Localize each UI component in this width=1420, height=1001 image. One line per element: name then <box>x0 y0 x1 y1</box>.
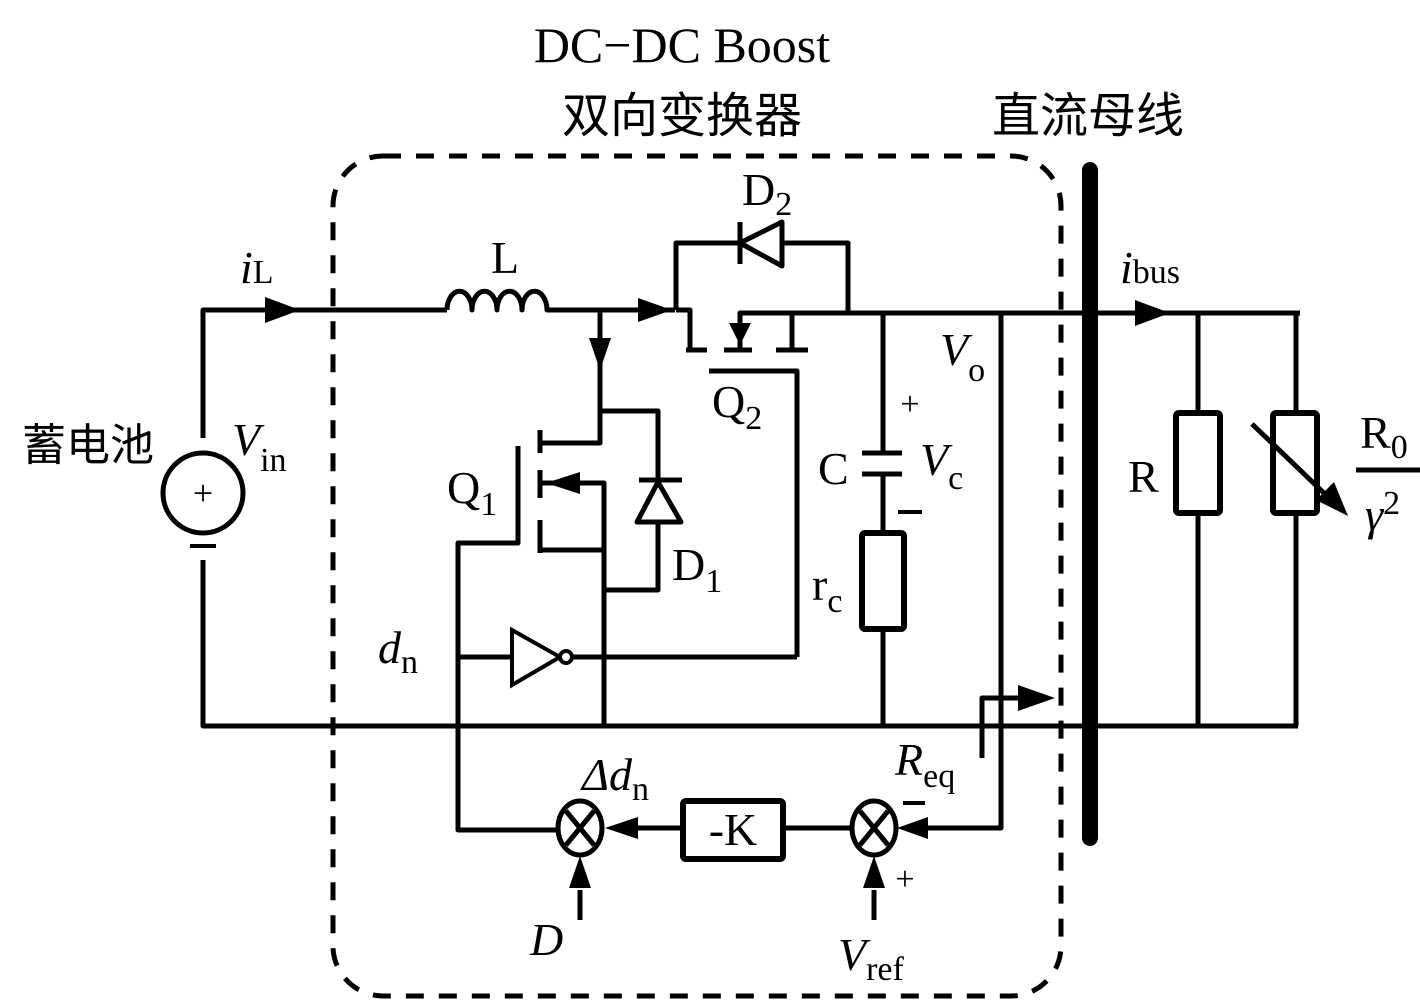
battery-source: + <box>160 307 1298 729</box>
mosfet-q1 <box>455 410 607 833</box>
r-label: R <box>1128 451 1159 502</box>
q1-label: Q1 <box>447 462 497 523</box>
req-arrow-icon <box>1018 685 1055 711</box>
r0-label: R0 <box>1360 407 1408 466</box>
source-plus: + <box>193 473 213 513</box>
voltage-source-circle <box>160 450 246 536</box>
gain-label: -K <box>709 804 758 855</box>
ibus-label: ibus <box>1120 242 1180 293</box>
feedback-arrow-icon <box>897 817 928 839</box>
converter-boundary <box>330 153 1064 999</box>
diode-d1 <box>600 408 684 593</box>
rc-label: rc <box>812 559 842 620</box>
converter-title: DC−DC Boost <box>534 17 830 73</box>
d2-label: D2 <box>742 164 792 223</box>
gain-output-arrow-icon <box>605 817 638 839</box>
sum-junction-left <box>555 798 605 858</box>
diode-d2 <box>673 219 851 312</box>
sum-plus-sign: + <box>895 861 914 898</box>
bus-title: 直流母线 <box>992 88 1184 144</box>
d1-label: D1 <box>672 539 722 600</box>
sum-junction-right <box>849 798 899 858</box>
converter-subtitle: 双向变换器 <box>562 88 802 144</box>
vo-label: Vo <box>940 324 985 389</box>
req-indicator <box>979 695 1020 758</box>
req-label: Req <box>894 734 955 795</box>
gamma-label: γ2 <box>1365 485 1400 540</box>
inductor-coil <box>444 288 600 313</box>
resistor-r <box>1173 313 1223 726</box>
resistor-rc <box>859 530 907 632</box>
d-label: D <box>529 914 563 965</box>
il-arrow-icon <box>265 297 300 323</box>
vin-label: Vin <box>232 414 287 479</box>
capacitor-c <box>862 313 902 533</box>
vc-plus: + <box>900 386 919 423</box>
vc-label: Vc <box>920 434 963 497</box>
q2-label: Q2 <box>712 376 762 437</box>
vref-label: Vref <box>838 929 905 988</box>
capacitor-label: C <box>818 443 849 494</box>
delta-dn-label: Δdn <box>580 749 649 808</box>
battery-label: 蓄电池 <box>22 420 154 471</box>
vref-arrow-icon <box>863 856 885 888</box>
down-arrow-icon <box>589 338 611 370</box>
ibus-arrow-icon <box>1135 300 1170 326</box>
il-label: iL <box>240 242 274 293</box>
variable-arrow-icon <box>1316 482 1348 516</box>
mosfet-q2 <box>676 307 1300 657</box>
d-arrow-icon <box>569 856 591 888</box>
vo-sense-line <box>920 313 1004 831</box>
inductor-label: L <box>491 232 519 283</box>
variable-resistor <box>1198 310 1348 726</box>
inverter-gate <box>458 626 797 689</box>
dn-label: dn <box>378 622 418 681</box>
current-arrow-icon <box>638 298 672 322</box>
